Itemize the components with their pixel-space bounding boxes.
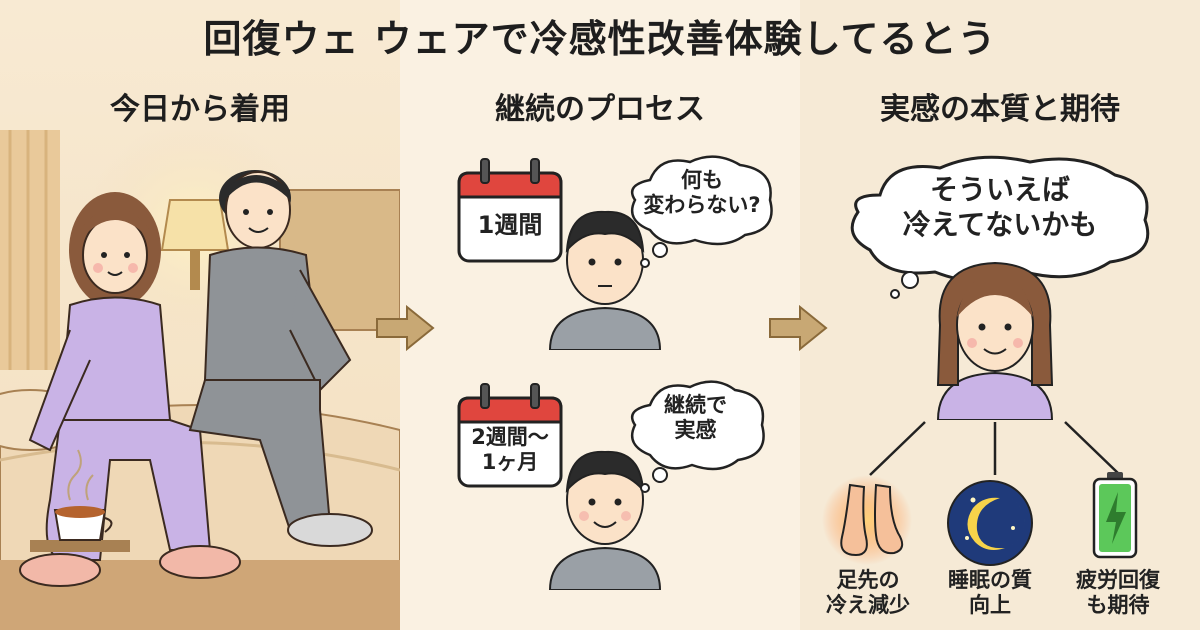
benefit-label-feet: 足先の 冷え減少 <box>826 568 910 618</box>
battery-charge-icon <box>1092 472 1138 559</box>
woman-smiling-figure <box>936 261 1054 420</box>
benefit-label-sleep: 睡眠の質 向上 <box>948 568 1032 618</box>
thought-text-2: 継続で 実感 <box>664 393 727 443</box>
calendar-label-week2: 2週間〜 1ヶ月 <box>471 425 549 475</box>
calendar-label-week1: 1週間 <box>477 211 543 239</box>
tea-cup-icon <box>30 449 130 552</box>
woman-figure <box>19 192 241 587</box>
thought-bubble-2 <box>630 380 765 493</box>
thought-text-1: 何も 変わらない? <box>643 168 761 218</box>
thought-text-3: そういえば 冷えてないかも <box>902 173 1098 241</box>
benefit-connectors <box>869 421 1121 476</box>
section-title-realization: 実感の本質と期待 <box>880 92 1120 127</box>
thought-bubble-3 <box>850 155 1150 299</box>
man-figure <box>188 170 373 547</box>
warm-feet-icon <box>822 475 912 565</box>
arrow-right-icon <box>376 305 435 351</box>
bedroom-scene-illustration <box>0 130 400 630</box>
boy-neutral-figure <box>548 210 662 350</box>
benefit-label-recovery: 疲労回復 も期待 <box>1076 568 1160 618</box>
main-title: 回復ウェ ウェアで冷感性改善体験してるとう <box>203 17 997 61</box>
moon-stars-icon <box>947 480 1033 566</box>
section-title-process: 継続のプロセス <box>495 92 705 127</box>
section-title-start: 今日から着用 <box>110 92 290 127</box>
thought-bubble-1 <box>630 155 773 268</box>
arrow-right-icon-2 <box>769 305 828 351</box>
calendar-icon <box>457 158 563 263</box>
calendar-icon-2 <box>457 383 563 488</box>
